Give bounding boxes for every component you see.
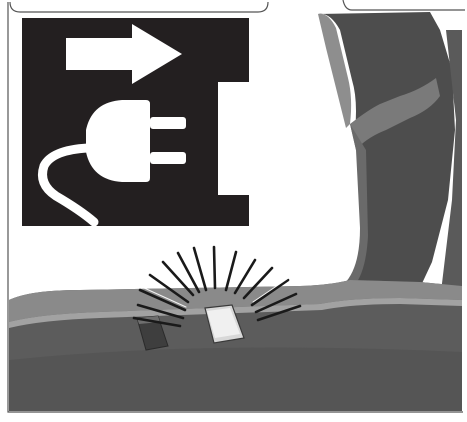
- plug-into-socket-icon: [22, 18, 249, 227]
- indicator-light-lit: [204, 304, 245, 344]
- light-rays: [132, 245, 302, 328]
- device-base: [9, 280, 462, 411]
- indicator-off: [136, 315, 169, 351]
- device-handle: [318, 12, 462, 300]
- frame: [7, 0, 465, 413]
